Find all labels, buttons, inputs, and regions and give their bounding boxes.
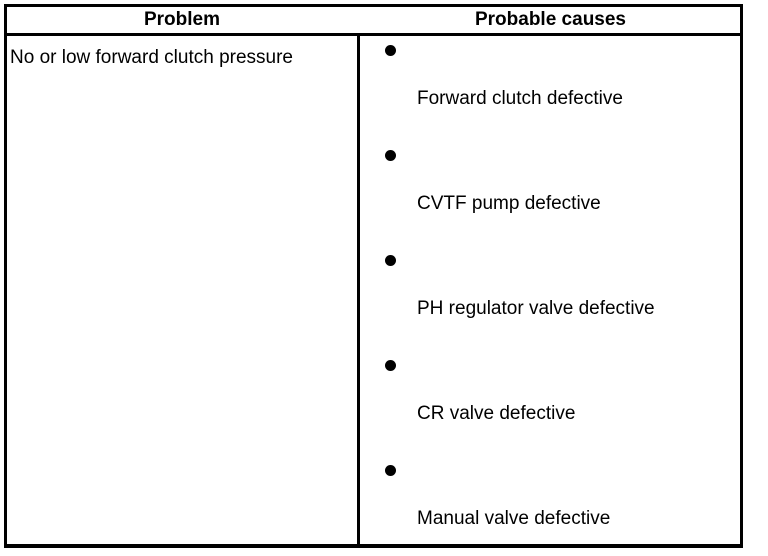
list-item: Manual valve defective — [360, 465, 740, 544]
table-row: No or low forward clutch pressure — [7, 36, 355, 544]
problem-description: No or low forward clutch pressure — [10, 47, 293, 68]
list-item: Forward clutch defective — [360, 45, 740, 150]
list-item: CR valve defective — [360, 360, 740, 465]
cause-label: CVTF pump defective — [417, 193, 601, 214]
cause-label: PH regulator valve defective — [417, 298, 655, 319]
bullet-icon — [385, 465, 396, 476]
list-item: PH regulator valve defective — [360, 255, 740, 360]
table-header-row: Problem Probable causes — [7, 7, 740, 36]
table-body: No or low forward clutch pressure Forwar… — [7, 36, 740, 544]
bullet-icon — [385, 45, 396, 56]
cause-label: CR valve defective — [417, 403, 576, 424]
column-header-probable-causes: Probable causes — [474, 9, 627, 30]
troubleshooting-table: Problem Probable causes No or low forwar… — [4, 4, 743, 548]
bullet-icon — [385, 150, 396, 161]
bullet-icon — [385, 255, 396, 266]
cause-label: Manual valve defective — [417, 508, 611, 529]
column-divider — [357, 36, 360, 544]
list-item: CVTF pump defective — [360, 150, 740, 255]
cause-label: Forward clutch defective — [417, 88, 623, 109]
column-header-problem: Problem — [143, 9, 221, 30]
probable-causes-list: Forward clutch defective CVTF pump defec… — [360, 36, 740, 544]
bullet-icon — [385, 360, 396, 371]
